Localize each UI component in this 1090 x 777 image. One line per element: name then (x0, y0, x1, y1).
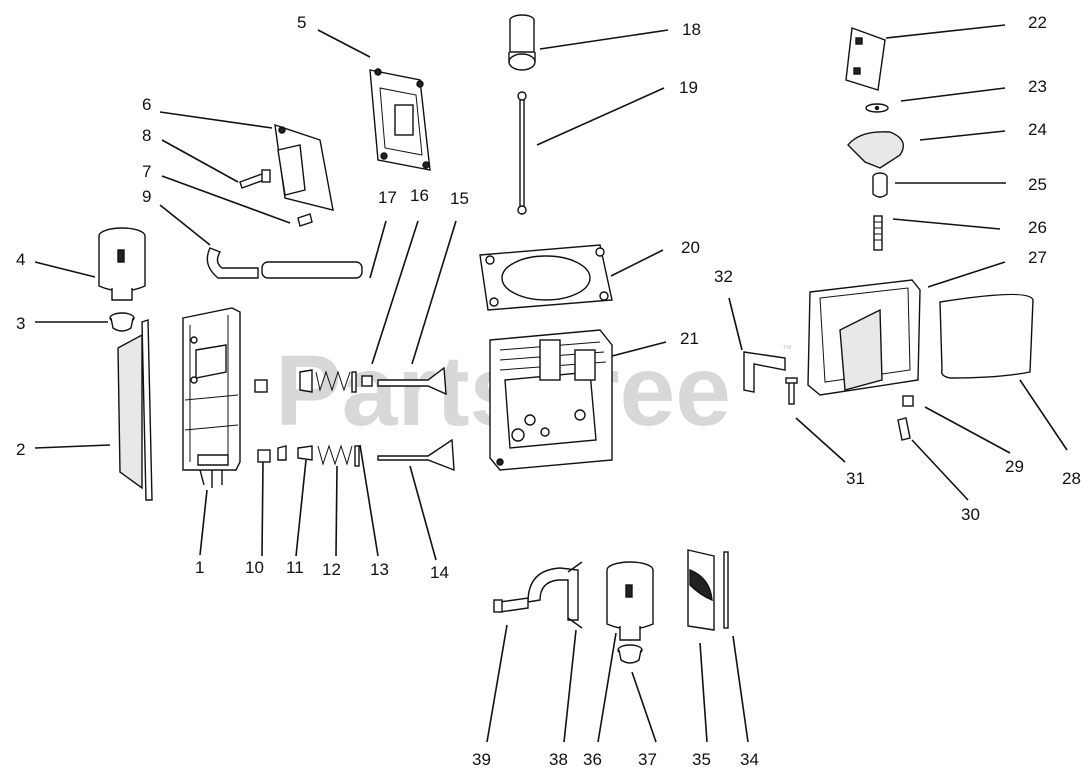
callout-36[interactable]: 36 (583, 750, 602, 769)
callout-7[interactable]: 7 (142, 162, 151, 181)
part-34-strip[interactable] (723, 551, 729, 629)
callout-23[interactable]: 23 (1028, 77, 1047, 96)
part-35-block[interactable] (687, 549, 715, 631)
callout-1[interactable]: 1 (195, 558, 204, 577)
callout-26[interactable]: 26 (1028, 218, 1047, 237)
callout-39[interactable]: 39 (472, 750, 491, 769)
leader-lines (34, 24, 1068, 743)
part-3-cap[interactable] (109, 312, 135, 332)
callout-21[interactable]: 21 (680, 329, 699, 348)
callout-14[interactable]: 14 (430, 563, 449, 582)
part-7-screw[interactable] (297, 213, 313, 227)
part-19-push-rod[interactable] (517, 91, 527, 215)
part-valve-train-upper[interactable] (254, 366, 447, 396)
callout-9[interactable]: 9 (142, 187, 151, 206)
part-5-breather-plate[interactable] (369, 68, 431, 171)
part-21-cylinder-head[interactable] (489, 329, 613, 471)
callout-31[interactable]: 31 (846, 469, 865, 488)
part-24-rocker[interactable] (847, 131, 904, 169)
callout-numbers: 1 2 3 4 5 6 7 8 9 10 11 12 13 14 15 16 1… (16, 13, 1081, 769)
part-22-plate[interactable] (845, 27, 886, 91)
callout-13[interactable]: 13 (370, 560, 389, 579)
part-8-bolt[interactable] (239, 169, 271, 189)
callout-30[interactable]: 30 (961, 505, 980, 524)
part-39-screw[interactable] (493, 597, 529, 613)
part-37-cap[interactable] (617, 644, 643, 664)
callout-2[interactable]: 2 (16, 440, 25, 459)
callout-22[interactable]: 22 (1028, 13, 1047, 32)
callout-20[interactable]: 20 (681, 238, 700, 257)
part-26-stud[interactable] (873, 215, 883, 251)
part-9-hose-elbow[interactable] (206, 247, 259, 279)
callout-27[interactable]: 27 (1028, 248, 1047, 267)
callout-25[interactable]: 25 (1028, 175, 1047, 194)
callout-16[interactable]: 16 (410, 186, 429, 205)
callout-10[interactable]: 10 (245, 558, 264, 577)
part-32-bracket[interactable] (743, 351, 786, 393)
part-4-canister[interactable] (98, 227, 146, 301)
callout-12[interactable]: 12 (322, 560, 341, 579)
part-28-cover-gasket[interactable] (939, 293, 1034, 379)
part-31-bolt[interactable] (785, 377, 798, 405)
callout-24[interactable]: 24 (1028, 120, 1047, 139)
callout-4[interactable]: 4 (16, 250, 25, 269)
part-27-valve-cover[interactable] (807, 279, 921, 396)
part-30-fitting[interactable] (897, 417, 911, 441)
watermark-trademark: ™ (782, 344, 792, 355)
callout-5[interactable]: 5 (297, 13, 306, 32)
part-1-cylinder-block[interactable] (182, 307, 241, 488)
part-36-canister[interactable] (606, 561, 654, 641)
callout-34[interactable]: 34 (740, 750, 759, 769)
part-29-fitting[interactable] (902, 395, 914, 407)
callout-8[interactable]: 8 (142, 126, 151, 145)
part-23-washer[interactable] (865, 103, 889, 113)
callout-37[interactable]: 37 (638, 750, 657, 769)
callout-15[interactable]: 15 (450, 189, 469, 208)
callout-3[interactable]: 3 (16, 314, 25, 333)
part-2-gasket[interactable] (117, 319, 153, 501)
part-25-pivot[interactable] (872, 172, 888, 198)
callout-29[interactable]: 29 (1005, 457, 1024, 476)
callout-32[interactable]: 32 (714, 267, 733, 286)
callout-6[interactable]: 6 (142, 95, 151, 114)
callout-17[interactable]: 17 (378, 188, 397, 207)
part-38-clamp[interactable] (527, 561, 583, 629)
part-18-tappet[interactable] (508, 14, 536, 71)
callout-35[interactable]: 35 (692, 750, 711, 769)
part-17-hose[interactable] (261, 261, 363, 279)
callout-11[interactable]: 11 (286, 558, 304, 577)
part-6-breather-cover[interactable] (274, 123, 334, 211)
callout-28[interactable]: 28 (1062, 469, 1081, 488)
part-20-head-gasket[interactable] (479, 244, 613, 311)
callout-38[interactable]: 38 (549, 750, 568, 769)
part-valve-train-lower[interactable] (257, 438, 455, 472)
callout-18[interactable]: 18 (682, 20, 701, 39)
callout-19[interactable]: 19 (679, 78, 698, 97)
